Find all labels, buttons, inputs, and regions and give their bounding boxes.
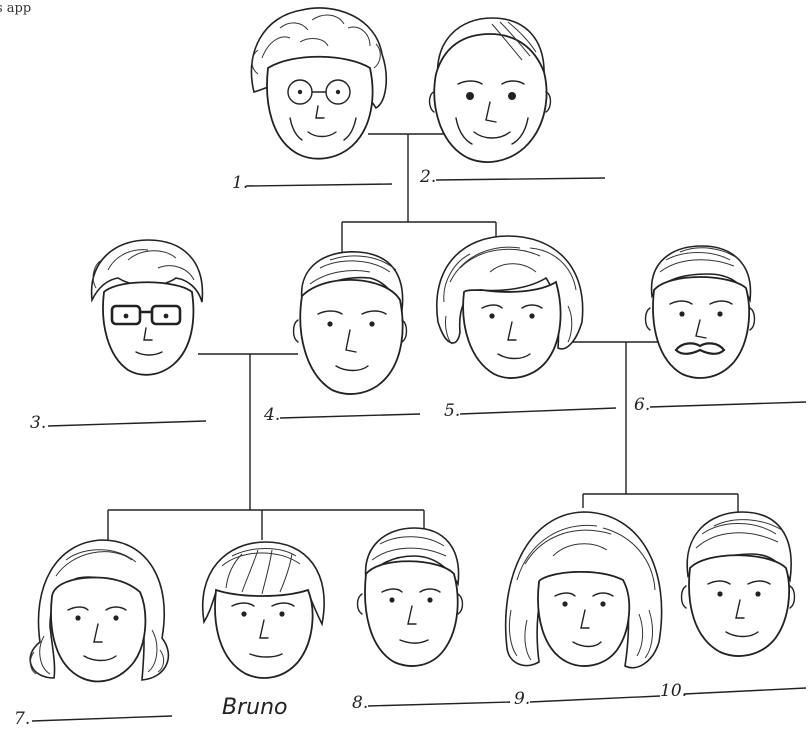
mother-portrait: [436, 235, 584, 379]
answer-blanks: 1. 2. 3. 4. 5. 6. 7. Bruno 8. 9. 10.: [14, 167, 807, 729]
blank-5[interactable]: [459, 407, 617, 415]
bruno-portrait: [201, 541, 325, 679]
label-1: 1.: [232, 173, 248, 193]
tree-connectors: [107, 133, 739, 548]
girl-wavy-hair-portrait: [504, 511, 663, 669]
blank-10[interactable]: [683, 687, 807, 695]
father-portrait: [292, 251, 408, 395]
label-2: 2.: [419, 167, 436, 187]
blank-2[interactable]: [435, 177, 606, 181]
label-7: 7.: [14, 709, 30, 729]
boy-side-part-portrait: [680, 511, 796, 657]
blank-7[interactable]: [31, 715, 173, 722]
blank-9[interactable]: [529, 695, 661, 703]
label-3: 3.: [30, 413, 46, 433]
label-8: 8.: [352, 693, 368, 713]
girl-long-hair-portrait: [29, 539, 170, 683]
uncle-with-mustache-portrait: [644, 245, 756, 379]
header-fragment: s app: [0, 1, 31, 16]
grandfather-portrait: [428, 17, 552, 163]
label-10: 10.: [660, 681, 687, 701]
bruno-name-label: Bruno: [222, 695, 287, 720]
blank-1[interactable]: [245, 183, 393, 187]
label-6: 6.: [634, 395, 650, 415]
label-9: 9.: [514, 689, 530, 709]
blank-4[interactable]: [279, 413, 421, 419]
blank-3[interactable]: [47, 420, 207, 427]
label-5: 5.: [444, 401, 460, 421]
blank-8[interactable]: [367, 701, 511, 707]
grandmother-portrait: [250, 7, 388, 160]
label-4: 4.: [263, 405, 280, 425]
aunt-with-glasses-portrait: [90, 239, 204, 376]
blank-6[interactable]: [649, 401, 807, 408]
boy-short-hair-portrait: [356, 527, 464, 667]
